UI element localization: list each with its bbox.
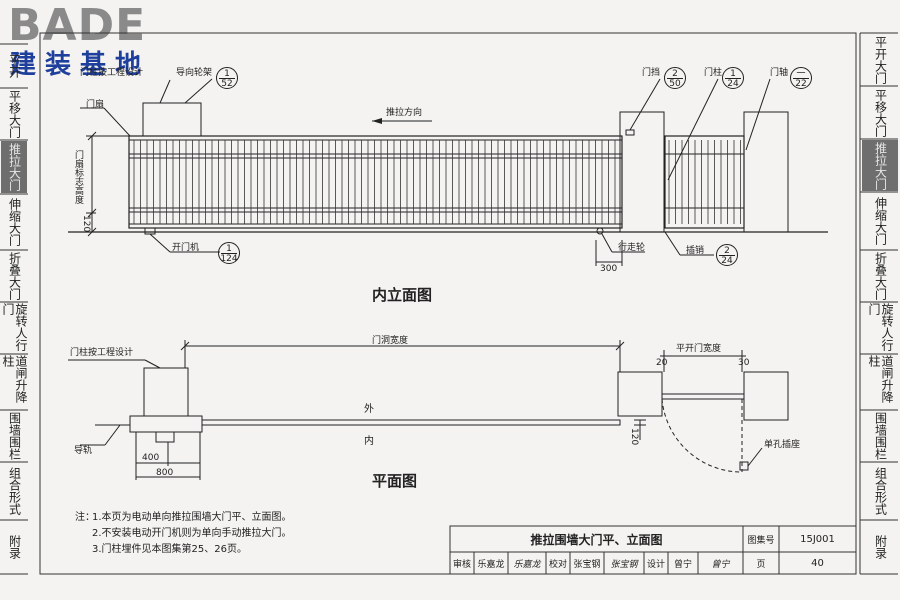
left-tab-3[interactable]: 伸缩大门 — [7, 198, 22, 246]
plan-leaf — [201, 419, 621, 426]
dim-30: 30 — [738, 358, 750, 368]
left-tab-2[interactable]: 推拉大门 — [1, 141, 27, 193]
right-tab-2[interactable]: 推拉大门 — [862, 140, 898, 191]
dim-800: 800 — [156, 468, 174, 478]
plan-opener — [129, 415, 203, 433]
right-tab-5[interactable]: 旋转人行门 — [867, 303, 894, 351]
left-tab-4[interactable]: 折叠大门 — [7, 252, 22, 300]
note-line: 2.不安装电动开门机则为单向手动推拉大门。 — [92, 528, 292, 539]
notes-prefix: 注： — [75, 512, 95, 523]
left-tab-0[interactable]: 平开 — [7, 54, 22, 78]
check-name: 张宝钢 — [573, 559, 601, 570]
check-label: 校对 — [548, 559, 567, 570]
plan-swing-leaf — [661, 393, 745, 400]
check-signature: 张宝钢 — [610, 559, 638, 570]
dim-300: 300 — [600, 264, 618, 274]
label-push-direction: 推拉方向 — [386, 108, 423, 118]
label-height: 门扇标志高度 — [73, 150, 83, 204]
label-leaf: 门扇 — [86, 100, 105, 110]
right-tab-1[interactable]: 平移大门 — [873, 88, 888, 137]
plan-pillar-right — [743, 371, 789, 421]
dim-400: 400 — [142, 453, 160, 463]
walk-wheel — [596, 227, 604, 235]
design-label: 设计 — [646, 559, 665, 570]
opener-box — [144, 227, 156, 235]
note-line: 3.门柱埋件见本图集第25、26页。 — [92, 544, 247, 555]
post-pillar — [743, 111, 789, 233]
atlas-number: 15J001 — [800, 533, 835, 545]
right-tab-3[interactable]: 伸缩大门 — [873, 197, 888, 245]
review-name: 乐嘉龙 — [477, 559, 505, 570]
plan-pillar-left — [143, 367, 189, 417]
right-tab-7[interactable]: 围墙围栏 — [873, 412, 888, 460]
label-outside: 外 — [364, 404, 374, 415]
design-signature: 曾宁 — [711, 559, 730, 570]
plan-title: 平面图 — [372, 472, 418, 490]
review-signature: 乐嘉龙 — [513, 559, 541, 570]
dim-120-elev: 120 — [81, 215, 91, 233]
atlas-label: 图集号 — [747, 535, 775, 546]
label-walk-wheel: 行走轮 — [618, 243, 646, 253]
plan-label-pillar: 门柱按工程设计 — [70, 348, 134, 358]
leaf-bars — [133, 140, 616, 224]
label-post: 门柱 — [704, 68, 723, 78]
left-tab-8[interactable]: 组合形式 — [7, 467, 22, 515]
right-tab-9[interactable]: 附录 — [873, 535, 888, 559]
drawing-title: 推拉围墙大门平、立面图 — [530, 532, 663, 547]
swing-gate — [664, 135, 745, 229]
label-inside: 内 — [364, 436, 374, 447]
tab-dividers — [0, 32, 898, 575]
left-tab-9[interactable]: 附录 — [7, 535, 22, 559]
right-tab-6[interactable]: 道闸升降柱 — [867, 355, 894, 403]
stop-pillar — [619, 111, 665, 233]
note-line: 1.本页为电动单向推拉围墙大门平、立面图。 — [92, 512, 292, 523]
label-bolt: 插销 — [686, 246, 705, 256]
design-name: 曾宁 — [673, 559, 692, 570]
left-tab-6[interactable]: 道闸升降柱 — [1, 355, 28, 403]
swing-arc — [661, 398, 743, 473]
plan-pillar-mid — [617, 371, 663, 417]
dim-120-plan: 120 — [629, 428, 639, 446]
right-tab-8[interactable]: 组合形式 — [873, 467, 888, 515]
plan-label-swing: 平开门宽度 — [676, 344, 722, 354]
left-tab-1[interactable]: 平移大门 — [7, 90, 22, 138]
dim-20: 20 — [656, 358, 668, 368]
left-tab-5[interactable]: 旋转人行门 — [1, 303, 28, 351]
title-block-columns — [473, 552, 699, 574]
label-pillar-design: 门柱按工程设计 — [80, 68, 144, 78]
logo-text-en: BADE — [8, 0, 147, 51]
page-label: 页 — [756, 559, 766, 570]
drive-housing — [142, 102, 202, 137]
label-stop: 门挡 — [642, 68, 661, 78]
logo-text-cn: 建装基地 — [10, 50, 151, 80]
gate-bars — [668, 140, 741, 224]
label-guide-wheel: 导向轮架 — [176, 68, 213, 78]
review-label: 审核 — [452, 559, 471, 570]
elevation-title: 内立面图 — [372, 286, 433, 304]
title-block — [449, 525, 857, 575]
left-tab-7[interactable]: 围墙围栏 — [7, 412, 22, 460]
page-number: 40 — [811, 557, 824, 569]
right-tab-4[interactable]: 折叠大门 — [873, 252, 888, 300]
label-hinge: 门轴 — [770, 68, 789, 78]
right-tab-0[interactable]: 平开大门 — [873, 35, 888, 84]
plan-label-opening: 门洞宽度 — [372, 336, 409, 346]
sliding-leaf — [128, 135, 623, 229]
label-opener: 开门机 — [172, 243, 200, 253]
drawing-frame — [39, 32, 857, 575]
label-socket: 单孔插座 — [764, 440, 801, 450]
label-rail: 导轨 — [74, 446, 93, 456]
